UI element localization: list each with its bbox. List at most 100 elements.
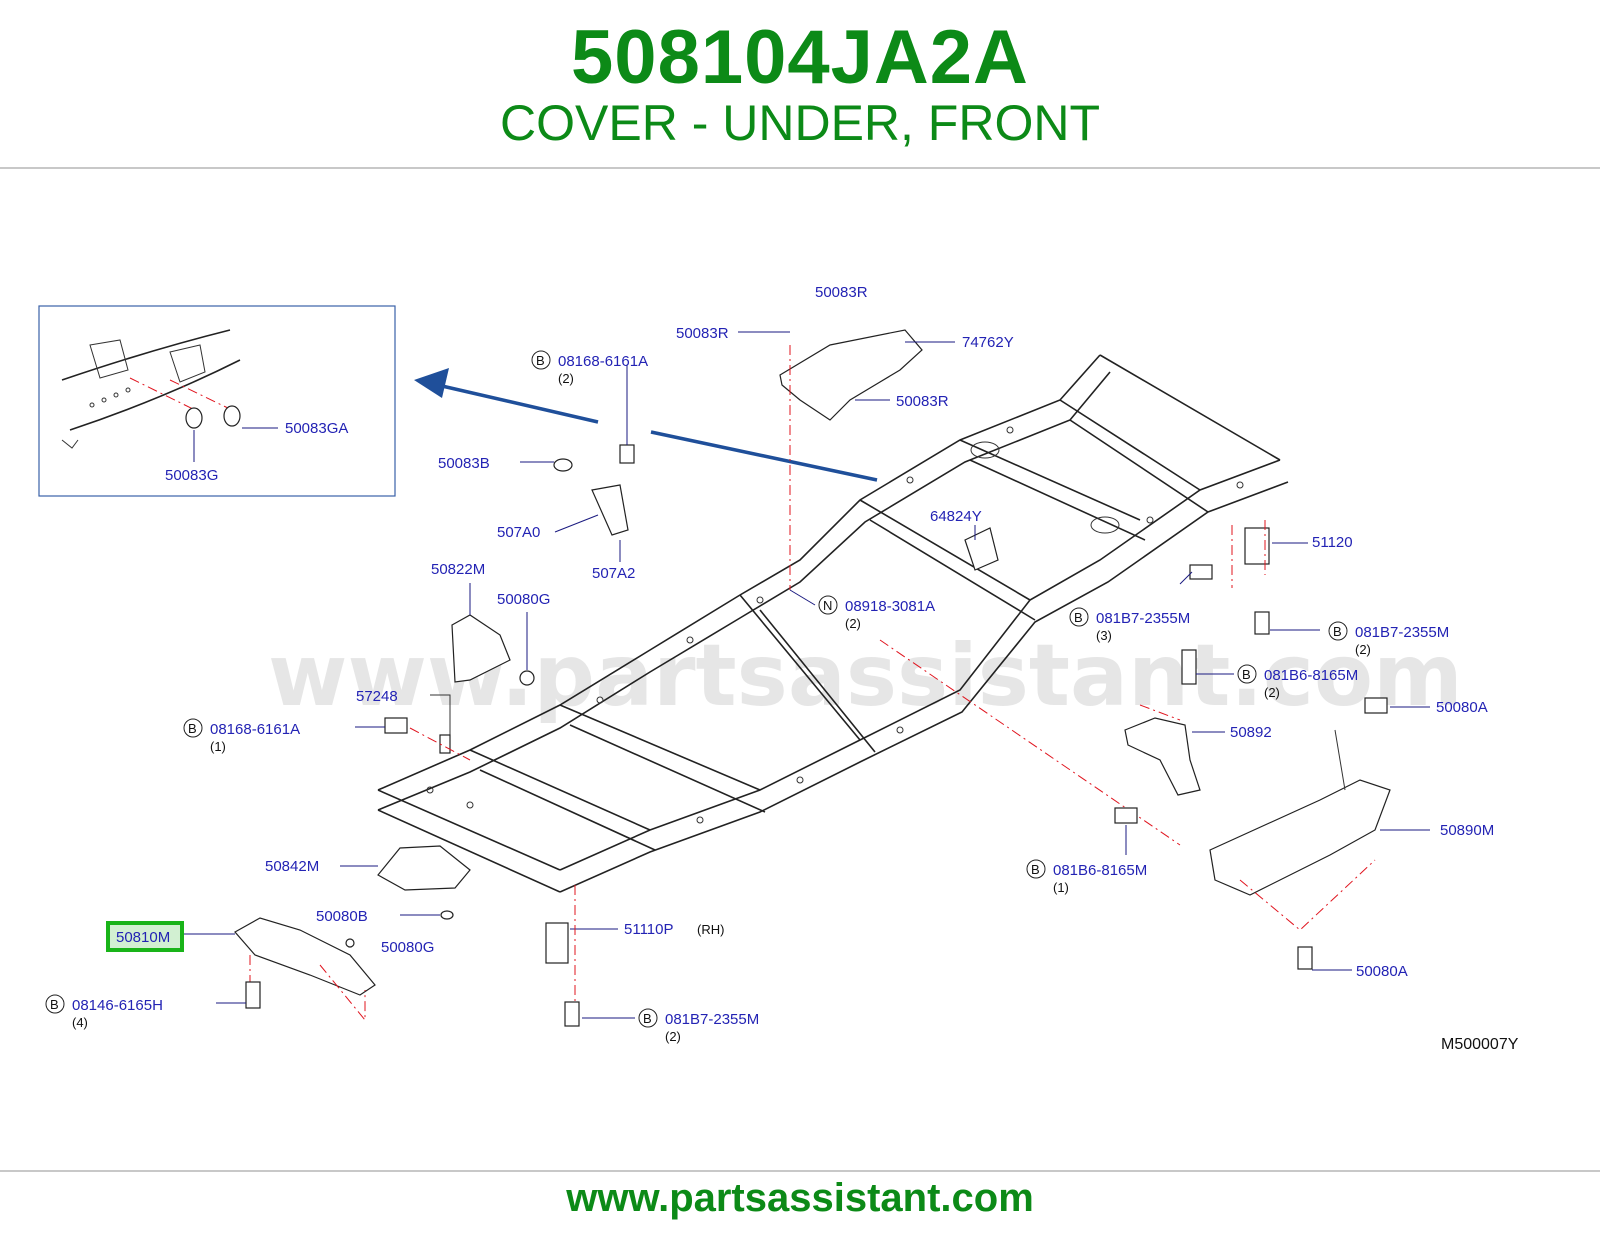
prefix-circle-icon — [1237, 664, 1257, 684]
callout-081b7-2355m-center[interactable]: 081B7-2355M — [1096, 610, 1190, 627]
inset-border — [38, 305, 396, 497]
svg-text:(1): (1) — [210, 739, 226, 754]
svg-text:B: B — [188, 721, 197, 736]
svg-text:(2): (2) — [845, 616, 861, 631]
prefix-circle-icon — [45, 994, 65, 1014]
svg-text:(RH): (RH) — [697, 922, 724, 937]
prefix-circle-icon — [818, 595, 838, 615]
callout-50083g[interactable]: 50083G — [165, 467, 218, 484]
detail-arrow — [414, 368, 878, 482]
crossmember-rear — [1059, 399, 1209, 513]
inset-clip-50083ga — [223, 405, 241, 427]
bolt-081b7-bottom — [564, 1001, 580, 1027]
inset-plate — [169, 344, 206, 383]
callout-57248[interactable]: 57248 — [356, 688, 398, 705]
svg-text:(2): (2) — [1355, 642, 1371, 657]
highlight-box — [106, 921, 184, 952]
callout-50080a-upper[interactable]: 50080A — [1436, 699, 1488, 716]
callout-507a0[interactable]: 507A0 — [497, 524, 540, 541]
bolt-081b6-upper — [1181, 649, 1197, 685]
svg-text:(2): (2) — [665, 1029, 681, 1044]
crossmember-2 — [559, 704, 766, 813]
part-number-title: 508104JA2A — [571, 15, 1029, 100]
part-57248-leader — [430, 694, 451, 750]
inset-dashes — [129, 377, 233, 411]
bracket-507a0 — [591, 484, 629, 536]
callout-50083r-left[interactable]: 50083R — [676, 325, 729, 342]
svg-text:B: B — [1242, 667, 1251, 682]
callout-081b6-8165m-upper[interactable]: 081B6-8165M — [1264, 667, 1358, 684]
left-rail-bottom — [377, 371, 1111, 811]
callout-50083r-top[interactable]: 50083R — [815, 284, 868, 301]
bolt-08146 — [245, 981, 261, 1009]
nut-50080b — [440, 910, 454, 920]
inset-frame-rail — [61, 329, 241, 431]
bolt-081b6-lower — [1114, 807, 1138, 824]
header-divider — [0, 167, 1600, 169]
callout-64824y[interactable]: 64824Y — [930, 508, 982, 525]
callout-081b7-2355m-bottom[interactable]: 081B7-2355M — [665, 1011, 759, 1028]
svg-text:B: B — [536, 353, 545, 368]
callout-08918-3081a[interactable]: 08918-3081A — [845, 598, 935, 615]
callout-50810m-highlighted[interactable]: 50810M — [116, 929, 170, 946]
svg-text:B: B — [1333, 624, 1342, 639]
callout-51110p[interactable]: 51110P — [624, 921, 674, 938]
clip-50080g-lower — [345, 938, 355, 948]
part-57248 — [439, 734, 451, 754]
svg-text:(4): (4) — [72, 1015, 88, 1030]
svg-text:(2): (2) — [1264, 685, 1280, 700]
chassis-frame — [377, 354, 1289, 893]
callout-labels: 50083R 50083R 74762Y 50083R B 08168-6161… — [45, 284, 1519, 1053]
callout-08168-6161a-top[interactable]: 08168-6161A — [558, 353, 648, 370]
callout-08168-6161a-left[interactable]: 08168-6161A — [210, 721, 300, 738]
cover-50892 — [1124, 717, 1201, 796]
prefix-circle-icon — [183, 718, 203, 738]
svg-text:B: B — [643, 1011, 652, 1026]
svg-text:(1): (1) — [1053, 880, 1069, 895]
bolt-50080a-lower — [1297, 946, 1313, 970]
callout-50080g-lower[interactable]: 50080G — [381, 939, 434, 956]
bolt-081b7-right — [1254, 611, 1270, 635]
part-description: COVER - UNDER, FRONT — [500, 95, 1100, 151]
callout-50842m[interactable]: 50842M — [265, 858, 319, 875]
svg-text:(2): (2) — [558, 371, 574, 386]
callout-74762y[interactable]: 74762Y — [962, 334, 1014, 351]
callout-08146-6165h[interactable]: 08146-6165H — [72, 997, 163, 1014]
crossmember-4 — [859, 499, 1036, 621]
callout-50080g-upper[interactable]: 50080G — [497, 591, 550, 608]
crossmember-5 — [959, 439, 1146, 541]
inset-bracket — [89, 339, 129, 379]
callout-50892[interactable]: 50892 — [1230, 724, 1272, 741]
bolt-08168-left — [384, 717, 408, 734]
svg-text:B: B — [1031, 862, 1040, 877]
nut-50083b — [553, 458, 573, 472]
callout-081b7-2355m-right[interactable]: 081B7-2355M — [1355, 624, 1449, 641]
callout-50080a-lower[interactable]: 50080A — [1356, 963, 1408, 980]
prefix-circle-icon — [638, 1008, 658, 1028]
inset-clip-50083g — [185, 407, 203, 429]
prefix-circle-icon — [1026, 859, 1046, 879]
callout-081b6-8165m-lower[interactable]: 081B6-8165M — [1053, 862, 1147, 879]
callout-50083b[interactable]: 50083B — [438, 455, 490, 472]
rear-end — [1099, 354, 1281, 461]
bracket-64824y — [964, 527, 999, 571]
callout-507a2[interactable]: 507A2 — [592, 565, 635, 582]
callout-50890m[interactable]: 50890M — [1440, 822, 1494, 839]
footer-website-link[interactable]: www.partsassistant.com — [566, 1176, 1034, 1220]
callout-50080b[interactable]: 50080B — [316, 908, 368, 925]
crossmember-1 — [469, 749, 656, 851]
footer-divider — [0, 1170, 1600, 1172]
callout-50083ga[interactable]: 50083GA — [285, 420, 348, 437]
bolt-081b7-left — [1189, 564, 1213, 580]
inset-edge — [61, 439, 79, 449]
clip-50080g-upper — [519, 670, 535, 686]
cover-50810m — [234, 917, 376, 996]
prefix-circle-icon — [531, 350, 551, 370]
page-header: 508104JA2A COVER - UNDER, FRONT — [0, 0, 1600, 168]
callout-51120[interactable]: 51120 — [1312, 534, 1353, 551]
callout-50083r-right[interactable]: 50083R — [896, 393, 949, 410]
svg-text:B: B — [1074, 610, 1083, 625]
diagram-reference-code: M500007Y — [1441, 1036, 1519, 1053]
callout-50822m[interactable]: 50822M — [431, 561, 485, 578]
frame-holes — [426, 426, 1244, 824]
